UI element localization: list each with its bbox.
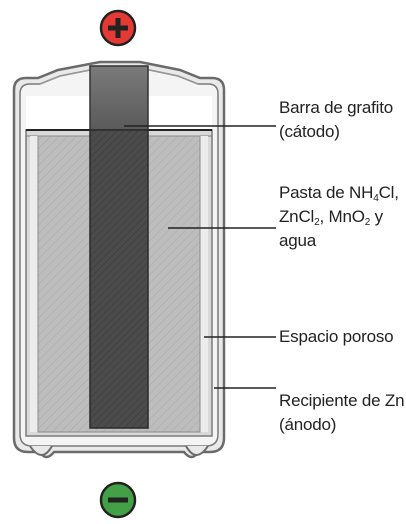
porous-space-label-line1: Espacio poroso bbox=[279, 327, 394, 346]
positive-terminal-icon bbox=[99, 9, 137, 47]
paste-label-line1: Pasta de NH4Cl, bbox=[279, 181, 399, 205]
graphite-rod-label-line2: (cátodo) bbox=[279, 122, 340, 141]
graphite-rod-label: Barra de grafito (cátodo) bbox=[279, 96, 393, 144]
zinc-container-label-line1: Recipiente de Zn bbox=[279, 391, 405, 410]
graphite-rod bbox=[89, 65, 149, 429]
paste-subscript: 2 bbox=[314, 217, 320, 228]
paste-subscript: 4 bbox=[373, 193, 379, 204]
casing-bottom bbox=[29, 445, 209, 456]
leader-lines bbox=[124, 125, 276, 389]
paste-text: ZnCl bbox=[279, 207, 315, 226]
paste-text: Cl, bbox=[378, 183, 399, 202]
zinc-container-label-line2: (ánodo) bbox=[279, 415, 337, 434]
paste-text: y bbox=[370, 207, 384, 226]
porous-space bbox=[30, 136, 208, 432]
graphite-rod-label-line1: Barra de grafito bbox=[279, 98, 393, 117]
porous-space-label: Espacio poroso bbox=[279, 325, 394, 349]
zinc-container-label: Recipiente de Zn (ánodo) bbox=[279, 389, 405, 437]
paste-subscript: 2 bbox=[364, 217, 371, 228]
paste-text: , MnO bbox=[319, 207, 365, 226]
paste-text: Pasta de NH bbox=[279, 183, 374, 202]
negative-terminal-icon bbox=[99, 481, 137, 519]
paste-label-line2: ZnCl2, MnO2 y bbox=[279, 205, 399, 229]
paste-label: Pasta de NH4Cl, ZnCl2, MnO2 y agua bbox=[279, 181, 399, 253]
paste-label-line3: agua bbox=[279, 231, 317, 250]
